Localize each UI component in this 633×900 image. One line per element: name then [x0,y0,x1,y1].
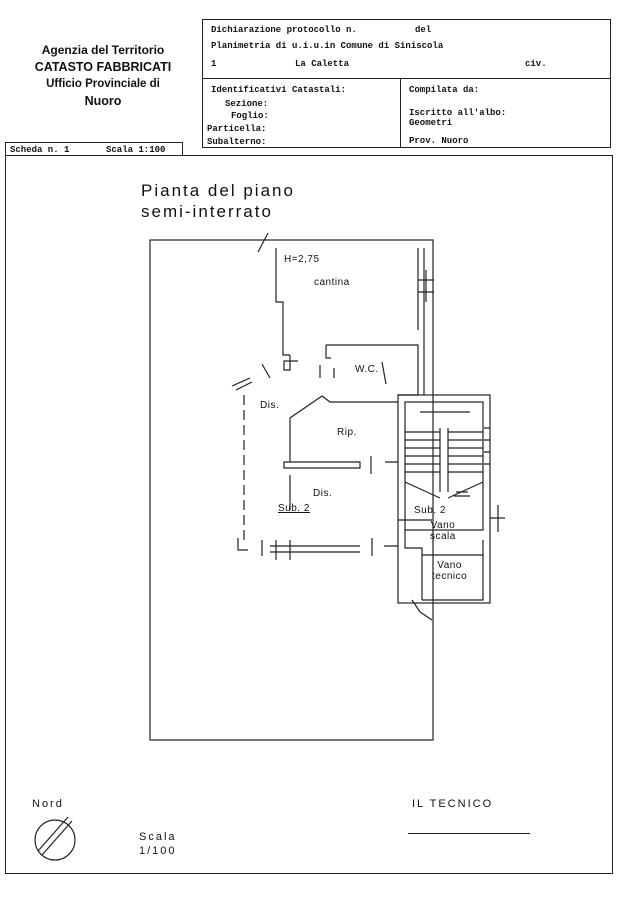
door-left-top [231,377,253,391]
footer-scale-label: Scala [139,831,177,843]
wall-vano-left [404,530,423,600]
catasto-title: CATASTO FABBRICATI [34,60,172,74]
wall-cantina-left [275,248,290,356]
plan-title: Pianta del piano semi-interrato [141,180,295,222]
corner-mark [411,599,433,621]
scheda-label: Scheda n. 1 [10,145,70,155]
footer-scale: Scala 1/100 [139,830,177,858]
north-compass-icon [34,816,76,861]
scheda-scala-label: Scala 1:100 [106,145,166,155]
subalterno-label: Subalterno: [207,137,267,147]
sezione-label: Sezione: [225,99,269,109]
sub-left-label: Sub. 2 [278,503,310,514]
wc-door-swing [381,361,387,385]
nord-label: Nord [32,798,64,810]
wall-rip-bottom [283,461,361,469]
room-dis-label: Dis. [260,400,280,411]
plan-title-line2: semi-interrato [141,202,273,221]
stair-arrow [454,491,470,497]
stair-treads-left [405,431,440,473]
signature-line [408,833,530,834]
planimetria-label: Planimetria di u.i.u.in Comune di Sinisc… [211,41,444,51]
door-swing-dis [261,363,271,379]
drawing-frame [5,155,613,874]
foglio-label: Foglio: [231,111,269,121]
iscritto-label: Iscritto all'albo: [409,108,507,118]
column-bottom [275,540,291,560]
office-city: Nuoro [84,94,122,108]
sub-right-label: Sub. 2 [414,505,446,516]
door-wc [319,365,335,378]
height-label: H=2,75 [284,254,320,265]
wall-wc-return [325,345,331,359]
wall-cantina-door [283,355,298,371]
footer-scale-value: 1/100 [139,845,177,857]
wall-rip-diag [289,395,323,462]
wall-bottom [261,540,360,556]
agency-name: Agenzia del Territorio [41,43,165,57]
index-label: 1 [211,59,217,69]
stair-side-marks [484,427,490,465]
dichiarazione-label: Dichiarazione protocollo n. [211,25,357,35]
plan-title-line1: Pianta del piano [141,181,295,200]
identificativi-label: Identificativi Catastali: [211,85,347,95]
stair-block-outer [397,394,491,604]
wall-mark-top [257,232,269,253]
agency-block: Agenzia del Territorio CATASTO FABBRICAT… [18,42,188,110]
stair-block-inner [404,401,484,531]
vano-tecnico-label: Vano tecnico [432,560,468,582]
location-label: La Caletta [295,59,350,69]
room-dis2-label: Dis. [313,488,333,499]
stair-center [439,428,449,492]
door-rip [370,456,398,474]
office-label: Ufficio Provinciale di [46,78,160,90]
vano-scala-label: Vano scala [430,520,456,542]
wall-rip-top [321,395,398,403]
compilata-box: Compilata da: Iscritto all'albo: Geometr… [400,78,611,148]
del-label: del [415,25,432,35]
stair-diagonal [404,481,484,499]
stair-treads-right [448,431,483,473]
room-cantina-label: cantina [314,277,350,288]
particella-label: Particella: [207,124,267,134]
door-bottom [371,538,398,556]
compilata-label: Compilata da: [409,85,480,95]
prov-label: Prov. Nuoro [409,136,469,146]
civ-label: civ. [525,59,547,69]
room-rip-label: Rip. [337,427,357,438]
wall-vano-bottom [422,540,484,601]
scheda-box: Scheda n. 1 Scala 1:100 [5,142,183,156]
albo-label: Geometri [409,118,453,128]
wall-left-bottom [237,538,248,551]
room-wc-label: W.C. [355,364,379,375]
window-vano [490,505,505,532]
lot-boundary [149,239,434,741]
tecnico-label: IL TECNICO [412,798,494,810]
window-cantina [418,270,434,302]
